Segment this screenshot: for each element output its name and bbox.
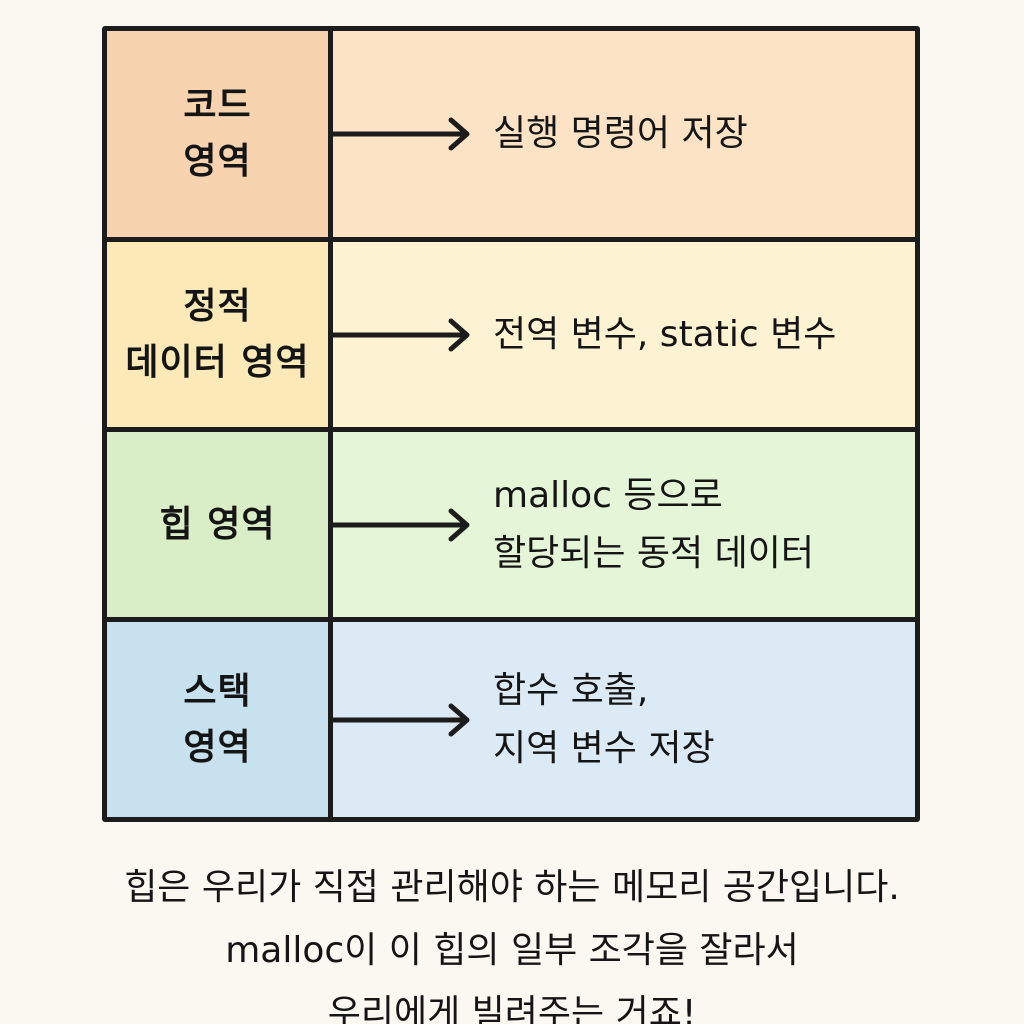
code-region-desc-cell: 실행 명령어 저장 <box>333 31 915 237</box>
code-region-label-cell: 코드 영역 <box>107 31 333 237</box>
footer-line-3: 우리에게 빌려주는 거죠! <box>327 993 697 1024</box>
footer-line-2: malloc이 이 힙의 일부 조각을 잘라서 <box>225 930 799 971</box>
arrow-right-icon <box>333 318 470 351</box>
arrow-right-icon <box>333 117 470 151</box>
heap-region-desc-cell: malloc 등으로 할당되는 동적 데이터 <box>333 432 915 617</box>
static-region-description: 전역 변수, static 변수 <box>493 313 837 355</box>
row-static-data-region: 정적 데이터 영역 전역 변수, static 변수 <box>107 237 915 427</box>
heap-region-label: 힙 영역 <box>159 503 276 545</box>
static-region-label: 정적 데이터 영역 <box>125 285 310 383</box>
row-heap-region: 힙 영역 malloc 등으로 할당되는 동적 데이터 <box>107 427 915 617</box>
arrow-right-icon <box>333 703 470 736</box>
static-region-label-cell: 정적 데이터 영역 <box>107 242 333 427</box>
footer-line-1: 힙은 우리가 직접 관리해야 하는 메모리 공간입니다. <box>124 867 900 908</box>
code-region-description: 실행 명령어 저장 <box>493 113 748 154</box>
row-stack-region: 스택 영역 합수 호출, 지역 변수 저장 <box>107 617 915 817</box>
memory-regions-table: 코드 영역 실행 명령어 저장 정적 데이터 영역 전역 변수, static … <box>102 26 920 822</box>
code-region-label: 코드 영역 <box>183 85 252 182</box>
stack-region-label-cell: 스택 영역 <box>107 622 333 817</box>
stack-region-description: 합수 호출, 지역 변수 저장 <box>493 669 715 769</box>
footer-caption: 힙은 우리가 직접 관리해야 하는 메모리 공간입니다. malloc이 이 힙… <box>0 856 1024 1024</box>
static-region-desc-cell: 전역 변수, static 변수 <box>333 242 915 427</box>
row-code-region: 코드 영역 실행 명령어 저장 <box>107 31 915 237</box>
heap-region-description: malloc 등으로 할당되는 동적 데이터 <box>493 474 814 574</box>
arrow-right-icon <box>333 508 470 541</box>
stack-region-label: 스택 영역 <box>183 670 252 768</box>
stack-region-desc-cell: 합수 호출, 지역 변수 저장 <box>333 622 915 817</box>
heap-region-label-cell: 힙 영역 <box>107 432 333 617</box>
